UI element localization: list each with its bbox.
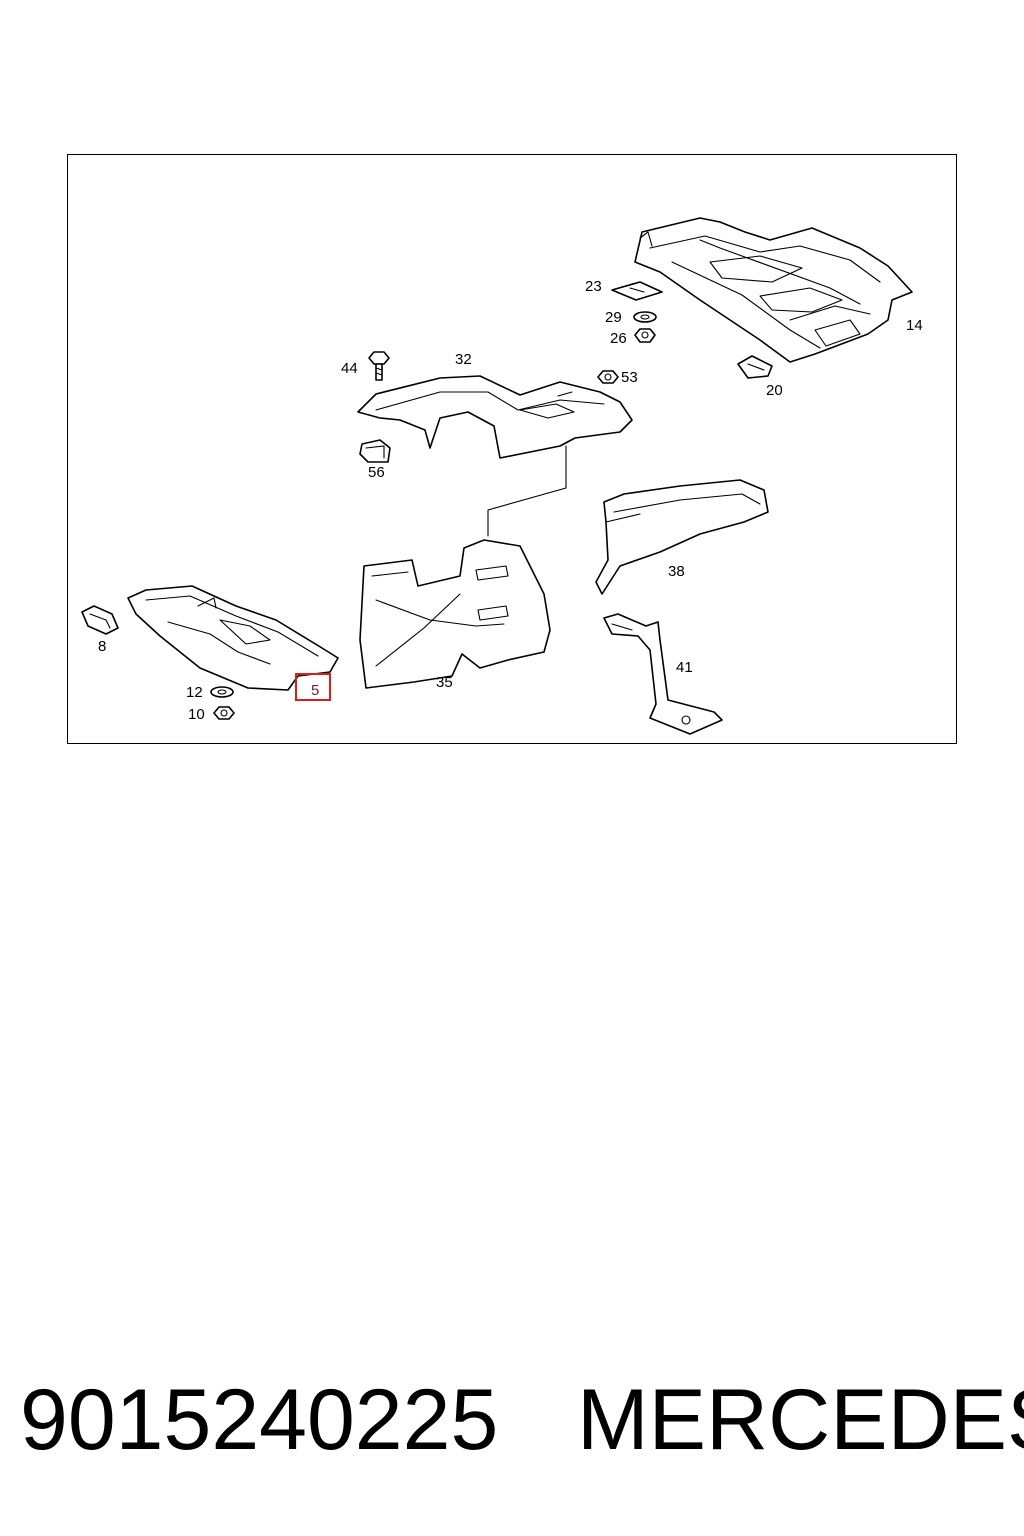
part-26-nut xyxy=(634,328,656,343)
callout-5: 5 xyxy=(311,682,319,699)
callout-44: 44 xyxy=(341,360,358,377)
callout-41: 41 xyxy=(676,659,693,676)
callout-35: 35 xyxy=(436,674,453,691)
part-5-panel xyxy=(127,585,339,691)
callout-8: 8 xyxy=(98,638,106,655)
part-44-bolt xyxy=(368,351,390,381)
diagram-frame xyxy=(67,154,957,744)
highlight-box xyxy=(295,673,331,701)
leader-line-32-35 xyxy=(487,445,567,537)
callout-10: 10 xyxy=(188,706,205,723)
part-number: 9015240225 xyxy=(20,1372,499,1468)
part-35-mat xyxy=(359,539,551,689)
part-41-bracket xyxy=(603,613,723,735)
part-29-washer xyxy=(633,311,657,323)
part-53-nut xyxy=(597,370,619,384)
callout-32: 32 xyxy=(455,351,472,368)
part-12-washer xyxy=(210,686,234,698)
callout-23: 23 xyxy=(585,278,602,295)
callout-14: 14 xyxy=(906,317,923,334)
callout-38: 38 xyxy=(668,563,685,580)
part-8-grommet xyxy=(81,605,119,635)
part-23-clip xyxy=(611,281,663,301)
part-38-cover xyxy=(595,479,769,595)
part-14-tray xyxy=(634,217,913,363)
callout-26: 26 xyxy=(610,330,627,347)
part-32-panel xyxy=(357,375,633,459)
callout-56: 56 xyxy=(368,464,385,481)
callout-53: 53 xyxy=(621,369,638,386)
part-56-clip xyxy=(359,439,391,463)
callout-12: 12 xyxy=(186,684,203,701)
part-10-nut xyxy=(213,706,235,720)
part-20-clip xyxy=(737,355,773,379)
callout-29: 29 xyxy=(605,309,622,326)
callout-20: 20 xyxy=(766,382,783,399)
caption: 9015240225 MERCEDES xyxy=(20,1365,1024,1475)
brand-name: MERCEDES xyxy=(577,1372,1024,1468)
